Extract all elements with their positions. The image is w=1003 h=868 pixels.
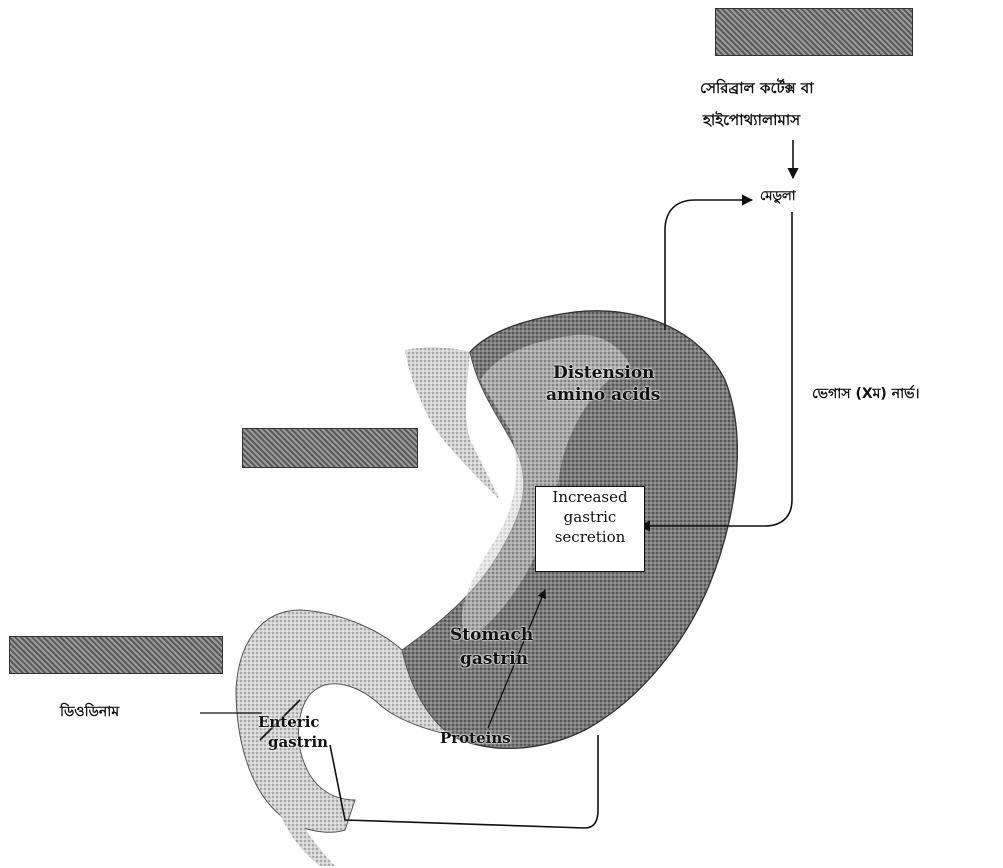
increased-line3: secretion — [536, 527, 644, 547]
cortex-label-line1: সেরিব্রাল কর্টেক্স বা — [700, 80, 814, 97]
vagus-nerve-label: ভেগাস (Xম) নার্ভ। — [812, 386, 920, 402]
intestinal-phase-banner — [9, 636, 223, 674]
gastric-phase-banner — [242, 428, 418, 468]
medulla-label: মেডুলা — [760, 190, 796, 205]
enteric-gastrin-label-1: Enteric — [258, 714, 320, 731]
increased-gastric-secretion-box: Increased gastric secretion — [535, 486, 645, 572]
afferent-nerve-line — [665, 200, 752, 330]
distension-label: Distension — [553, 364, 655, 384]
cephalic-phase-banner — [715, 8, 913, 56]
increased-line2: gastric — [536, 507, 644, 527]
cortex-label-line2: হাইপোথ্যালামাস — [703, 112, 800, 129]
increased-line1: Increased — [536, 487, 644, 507]
amino-acids-label: amino acids — [546, 386, 660, 406]
proteins-label: Proteins — [440, 730, 511, 747]
stomach-gastrin-label-1: Stomach — [450, 626, 533, 646]
enteric-gastrin-label-2: gastrin — [268, 734, 328, 751]
duodenum-label: ডিওডিনাম — [60, 704, 119, 720]
stomach-gastrin-label-2: gastrin — [460, 650, 528, 670]
